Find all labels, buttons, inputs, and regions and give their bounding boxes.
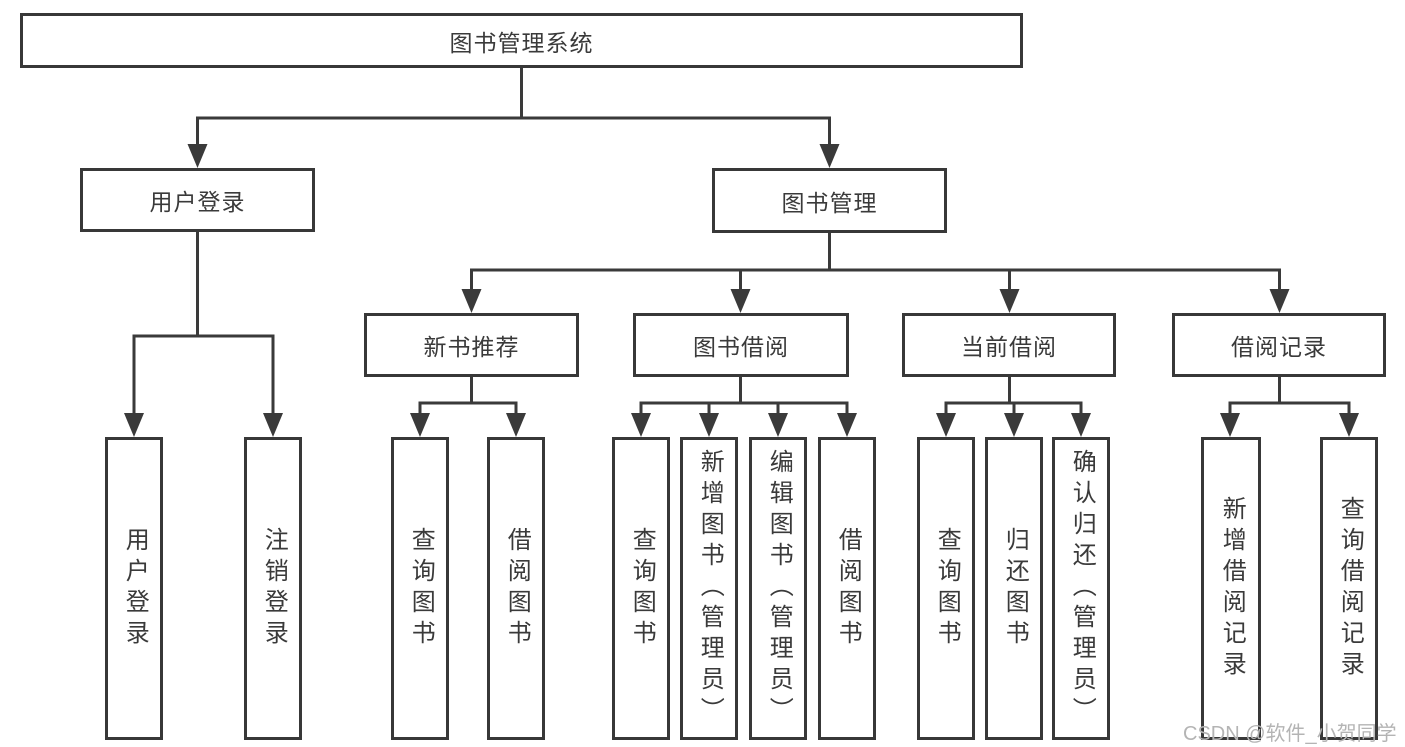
node-leaf-query-books-2: 查询图书 <box>612 437 670 740</box>
connector-root-to-level2 <box>187 68 840 168</box>
leaf-label: 注销登录 <box>260 526 288 651</box>
node-leaf-query-books-3: 查询图书 <box>917 437 975 740</box>
node-leaf-logout: 注销登录 <box>244 437 302 740</box>
node-leaf-borrow-books-1: 借阅图书 <box>487 437 545 740</box>
csdn-watermark: CSDN @软件_小贺同学 <box>1183 723 1397 745</box>
leaf-label: 查询图书 <box>933 526 961 651</box>
leaf-label: 查询图书 <box>407 526 435 651</box>
node-leaf-add-borrow-record: 新增借阅记录 <box>1201 437 1261 740</box>
connector-current-to-leaves <box>936 377 1091 437</box>
leaf-label: 查询借阅记录 <box>1336 495 1364 682</box>
leaf-label: 借阅图书 <box>503 526 531 651</box>
node-book-borrowing: 图书借阅 <box>633 313 849 377</box>
node-root: 图书管理系统 <box>20 13 1023 68</box>
connector-newrec-to-leaves <box>410 377 526 437</box>
node-leaf-query-borrow-record: 查询借阅记录 <box>1320 437 1378 740</box>
node-leaf-confirm-return-admin: 确认归还（管理员） <box>1052 437 1110 740</box>
leaf-label: 用户登录 <box>121 526 149 651</box>
connector-records-to-leaves <box>1220 377 1359 437</box>
connector-bookmgmt-to-level3 <box>461 233 1290 313</box>
leaf-label: 查询图书 <box>628 526 656 651</box>
connector-userlogin-to-leaves <box>124 232 283 437</box>
leaf-label: 新增借阅记录 <box>1218 495 1246 682</box>
node-leaf-return-book: 归还图书 <box>985 437 1043 740</box>
node-user-login-branch: 用户登录 <box>80 168 315 232</box>
leaf-label: 借阅图书 <box>834 526 862 651</box>
leaf-label: 编辑图书（管理员） <box>765 449 793 728</box>
leaf-label: 新增图书（管理员） <box>696 449 724 728</box>
connector-borrow-to-leaves <box>631 377 857 437</box>
node-leaf-query-books-1: 查询图书 <box>391 437 449 740</box>
node-leaf-borrow-books-2: 借阅图书 <box>818 437 876 740</box>
node-book-management-branch: 图书管理 <box>712 168 947 233</box>
node-borrowing-records: 借阅记录 <box>1172 313 1386 377</box>
leaf-label: 确认归还（管理员） <box>1068 449 1096 728</box>
node-leaf-add-book-admin: 新增图书（管理员） <box>680 437 738 740</box>
node-new-book-recommendation: 新书推荐 <box>364 313 579 377</box>
leaf-label: 归还图书 <box>1001 526 1029 651</box>
node-leaf-edit-book-admin: 编辑图书（管理员） <box>749 437 807 740</box>
node-leaf-user-login: 用户登录 <box>105 437 163 740</box>
node-current-borrowing: 当前借阅 <box>902 313 1116 377</box>
